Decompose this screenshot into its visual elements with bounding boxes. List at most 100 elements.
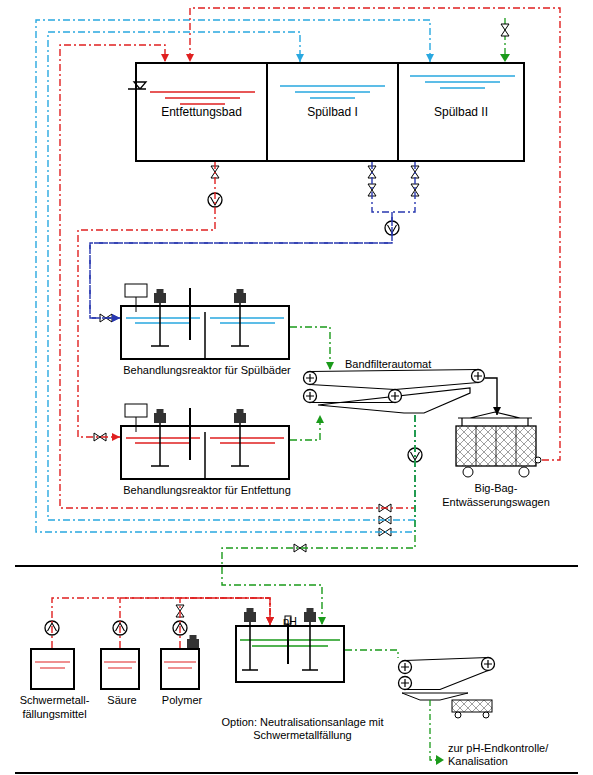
small-band-filter — [452, 700, 492, 712]
small-band-filter — [399, 661, 412, 674]
tank-section: Entfettungsbad — [135, 62, 268, 162]
small-band-filter — [345, 650, 398, 658]
band-filter — [389, 390, 402, 403]
reactor-internals — [154, 409, 166, 423]
pipe-connector — [36, 20, 430, 532]
reactor-internals — [189, 408, 191, 460]
pipe-connector — [222, 415, 415, 625]
reactor-internals — [100, 284, 284, 360]
band-filter — [304, 390, 317, 403]
band-filter — [472, 370, 485, 383]
node-label: Bandfilterautomat — [345, 357, 431, 371]
bottom-rule — [15, 772, 578, 774]
reactor-internals — [151, 303, 249, 346]
pipe-connector — [290, 415, 320, 440]
reactor-internals — [126, 318, 284, 323]
reactor-internals — [125, 404, 147, 417]
reactor-internals — [204, 312, 206, 360]
node-label: Entfettungsbad — [161, 105, 242, 120]
reactor-internals — [125, 284, 147, 297]
big-bag-cart — [456, 412, 541, 477]
water-level — [128, 76, 515, 104]
node-label: Behandlungsreaktor für Entfettung — [107, 483, 307, 497]
node-label: Polymer — [152, 693, 212, 707]
pipe-connector — [60, 45, 415, 508]
dewatering-cart: Big-Bag- Entwässerungswagen — [450, 415, 542, 480]
chemical-tank: Schwermetall- fällungsmittel — [30, 648, 75, 690]
pipe-connector — [52, 598, 270, 648]
outlet-note: zur pH-Endkontrolle/ Kanalisation — [448, 742, 573, 768]
neutralisation-internals — [304, 608, 316, 622]
node-label: Säure — [94, 693, 150, 707]
fresh-water-inlet — [500, 54, 510, 62]
chemical-tank: Säure — [100, 648, 140, 690]
tank-section: Spülbad I — [266, 62, 399, 162]
neutralisation-reactor: pH — [235, 625, 345, 683]
pipe-connector — [190, 8, 560, 460]
pipe-connector — [290, 327, 330, 370]
reactor-internals — [234, 289, 246, 303]
big-bag-cart — [456, 426, 536, 466]
node-label: Schwermetall- fällungsmittel — [13, 693, 97, 721]
neutralisation-internals — [240, 640, 340, 646]
chemical-tank: Polymer — [160, 648, 200, 690]
pipe-connector — [90, 162, 392, 318]
small-band-filter — [430, 700, 436, 760]
node-label: Spülbad II — [434, 105, 488, 120]
pipe-connector — [90, 162, 415, 318]
reactor-internals — [189, 288, 191, 340]
reactor-internals — [234, 409, 246, 423]
small-band-filter — [399, 677, 412, 690]
pipe-connector — [48, 32, 415, 520]
caption-note: Option: Neutralisationsanlage mit Schwer… — [205, 716, 400, 742]
small-band-filter — [405, 658, 488, 690]
treatment-reactor: Behandlungsreaktor für Entfettung — [120, 425, 290, 480]
small-band-filter — [402, 693, 468, 700]
pipe-connector — [120, 598, 270, 648]
big-bag-cart — [519, 467, 529, 477]
neutralisation-internals — [242, 622, 318, 670]
reactor-internals — [126, 438, 284, 443]
reactor-internals — [151, 423, 249, 466]
chemical-dosing — [187, 635, 199, 649]
band-filter — [304, 372, 317, 385]
band-filter — [310, 370, 478, 403]
node-label: Behandlungsreaktor für Spülbäder — [107, 363, 307, 377]
big-bag-cart — [476, 426, 516, 466]
node-label: pH — [283, 614, 297, 628]
treatment-reactor: Behandlungsreaktor für Spülbäder — [120, 305, 290, 360]
divider-line — [15, 565, 578, 567]
band-filter — [318, 388, 470, 413]
band-filter: Bandfilterautomat — [300, 370, 485, 415]
reactor-internals — [94, 404, 284, 480]
small-band-filter — [483, 712, 489, 718]
water-level — [150, 92, 255, 104]
small-band-filter — [482, 658, 495, 671]
outlet-note-anchor: zur pH-Endkontrolle/ Kanalisation — [448, 742, 573, 768]
chemical-dosing — [35, 605, 199, 668]
neutralisation-internals — [287, 624, 289, 664]
big-bag-cart — [535, 457, 541, 463]
pipe-connector — [180, 598, 270, 648]
tank-section: Spülbad II — [397, 62, 525, 162]
big-bag-cart — [463, 467, 473, 477]
reactor-internals — [154, 289, 166, 303]
neutralisation-internals — [240, 608, 340, 670]
reactor-internals — [204, 432, 206, 480]
fresh-water-inlet — [500, 18, 510, 62]
big-bag-cart — [458, 412, 532, 426]
node-label: Big-Bag- Entwässerungswagen — [437, 481, 555, 509]
small-band-filter — [455, 712, 461, 718]
neutralisation-internals — [244, 608, 256, 622]
tank-outlet-fittings — [208, 166, 419, 235]
chemical-dosing — [35, 662, 196, 668]
water-level — [128, 82, 146, 89]
node-label: Spülbad I — [307, 105, 358, 120]
caption-note-anchor: Option: Neutralisationsanlage mit Schwer… — [205, 716, 400, 742]
water-level — [280, 86, 385, 98]
small-band-filter — [436, 755, 444, 765]
